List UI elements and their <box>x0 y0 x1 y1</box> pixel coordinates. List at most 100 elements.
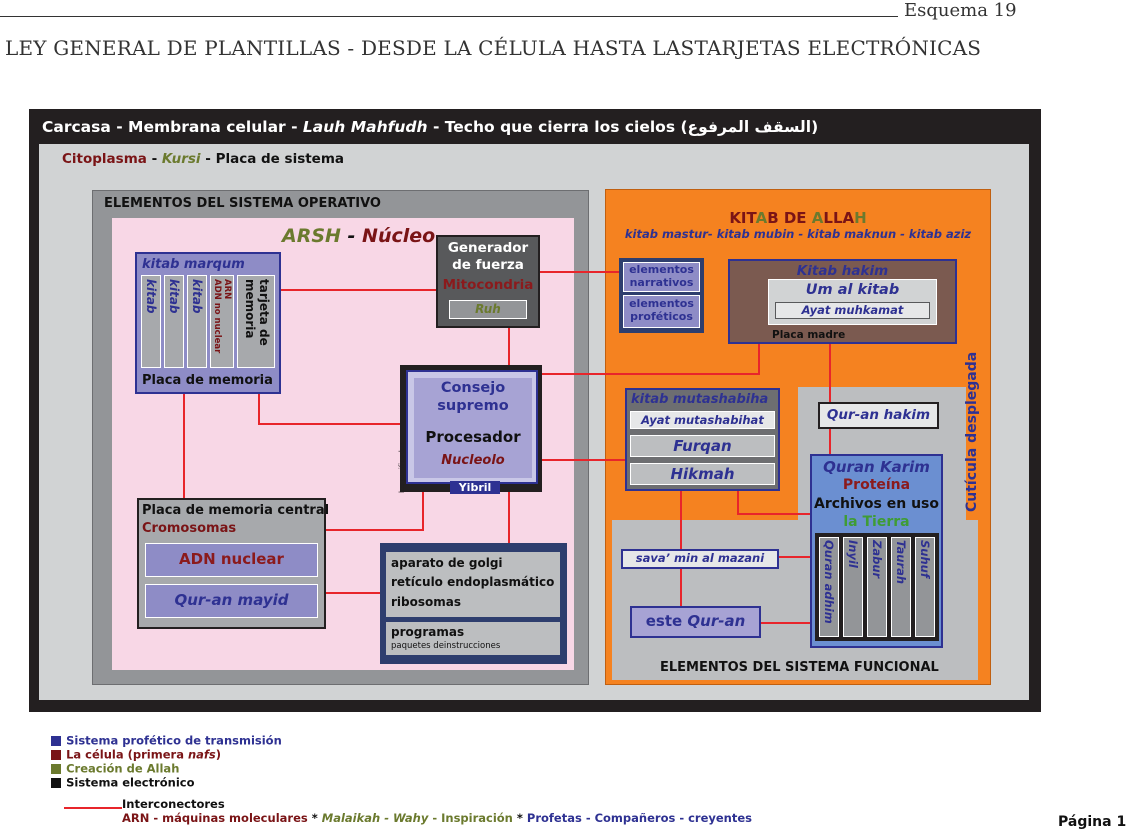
processor-line2: supremo <box>437 398 509 414</box>
processor-inner <box>414 378 532 478</box>
cuticula-label: Cutícula desplegada <box>964 351 980 512</box>
ruh-box <box>449 300 527 319</box>
connector <box>183 391 185 499</box>
connector <box>829 344 831 402</box>
connector <box>680 490 682 550</box>
nucleus-label: ARSH - Núcleo <box>282 225 435 247</box>
memory-card-label: tarjeta de memoria <box>243 279 271 346</box>
arsh-label: ARSH <box>282 225 341 247</box>
adn-nuclear-label: ADN nuclear <box>179 550 284 568</box>
frame-caption-b: Lauh Mahfudh <box>302 118 428 136</box>
mitocondria-label: Mitocondria <box>442 277 534 293</box>
connector <box>508 327 510 367</box>
legend-label-end: ) <box>215 747 222 762</box>
hikmah-label: Hikmah <box>670 465 735 483</box>
citoplasma-c: Kursi <box>161 151 201 167</box>
ayat-mutashabihat-label: Ayat mutashabihat <box>641 413 764 427</box>
citoplasma-a: Citoplasma <box>62 151 147 167</box>
book-label: Quran adhim <box>822 540 836 624</box>
placa-madre-label: Placa madre <box>772 329 846 341</box>
legend-label: Sistema profético de transmisión <box>66 733 282 748</box>
prophetic-label: elementos proféticos <box>629 297 694 323</box>
frame-caption: Carcasa - Membrana celular - Lauh Mahfud… <box>42 118 818 136</box>
legend-label-italic: nafs <box>187 747 216 762</box>
kitab-allah-title: KITAB DE ALLAH <box>605 209 991 227</box>
book-slot <box>891 537 911 637</box>
connector <box>680 566 682 608</box>
book-label: Zabur <box>870 540 884 579</box>
adn-no-nuclear-label: ADN no nuclear <box>212 279 222 354</box>
book-slot <box>843 537 863 637</box>
connector <box>737 490 739 514</box>
kitab-allah-subtitle: kitab mastur- kitab mubin - kitab maknun… <box>624 227 972 241</box>
quran-karim-title: Quran Karim <box>823 458 930 476</box>
quran-mayid-label: Qur-an mayid <box>174 591 289 609</box>
legend-item: Creación de Allah <box>51 758 282 776</box>
kitab-allah-t6: H <box>854 209 867 227</box>
frame-caption-d: ) <box>811 118 819 136</box>
citoplasma-label: Citoplasma - Kursi - Placa de sistema <box>62 151 344 167</box>
golgi-panel <box>386 552 560 617</box>
citoplasma-b: - <box>146 151 162 167</box>
connector <box>258 423 400 425</box>
connector <box>422 488 424 530</box>
kitab-allah-t2: A <box>755 209 768 227</box>
legend-label: La célula (primera <box>66 747 188 762</box>
connector <box>541 459 627 461</box>
proteina-label: Proteína <box>842 477 911 493</box>
furqan-label: Furqan <box>673 437 732 455</box>
book-label: Suhuf <box>918 540 932 578</box>
generator-line1: Generador <box>447 240 529 256</box>
um-al-kitab-label: Um al kitab <box>805 282 900 298</box>
kitab-allah-t4: A <box>811 209 824 227</box>
legend-footer-c: - Inspiración <box>428 811 513 825</box>
narrative-label: elementos narrativos <box>629 263 694 289</box>
legend-footer-star: * <box>512 811 527 825</box>
connector <box>778 556 812 558</box>
prophetic-box <box>623 295 700 328</box>
frame-caption-arabic: السقف المرفوع <box>687 118 812 136</box>
nucleo-label: Núcleo <box>362 225 436 247</box>
connector <box>542 373 760 375</box>
legend-footer-b: Malaikah - Wahy <box>321 811 429 825</box>
golgi-line3: ribosomas <box>391 595 461 609</box>
generator-line2: de fuerza <box>452 257 524 273</box>
processor-line1: Consejo <box>440 380 506 396</box>
ruh-label: Ruh <box>475 302 501 316</box>
kitab-allah-t5: LLA <box>823 209 855 227</box>
functional-label: ELEMENTOS DEL SISTEMA FUNCIONAL <box>660 660 939 675</box>
quran-hakim-label: Qur-an hakim <box>826 407 931 423</box>
golgi-line1: aparato de golgi <box>391 556 503 570</box>
connector <box>325 529 424 531</box>
book-slot <box>915 537 935 637</box>
legend-item: Sistema profético de transmisión <box>51 730 282 748</box>
memory-title: kitab marqum <box>142 257 245 272</box>
page-label: Página 1 <box>1058 814 1127 830</box>
connector <box>761 622 812 624</box>
archivos-label: Archivos en uso <box>813 496 939 512</box>
book-slot <box>867 537 887 637</box>
legend-swatch <box>51 777 61 788</box>
programs-label: programas <box>391 625 465 639</box>
legend-item: Sistema electrónico <box>51 772 282 790</box>
memory-slot <box>187 275 207 368</box>
frame-caption-a: Carcasa - Membrana celular - <box>42 118 303 136</box>
page-title: LEY GENERAL DE PLANTILLAS - DESDE LA CÉL… <box>5 36 982 60</box>
legend-footer-star: * <box>307 811 322 825</box>
memory-slot <box>164 275 184 368</box>
book-slot <box>819 537 839 637</box>
ayat-muhkamat-box <box>775 302 930 319</box>
kitab-allah-t3: B DE <box>767 209 812 227</box>
chromosome-label: Cromosomas <box>142 521 237 536</box>
yibril-label: Yibril <box>450 481 500 494</box>
book-label: Taurah <box>894 540 908 585</box>
legend: Sistema profético de transmisión La célu… <box>51 730 282 790</box>
nucleolo-label: Nucleolo <box>441 453 505 468</box>
connector <box>758 342 760 375</box>
memory-slot-label: kitab <box>144 279 158 314</box>
golgi-line2: retículo endoplasmático <box>391 575 555 589</box>
processor-label: Procesador <box>425 428 521 446</box>
este-label: este <box>645 612 688 630</box>
kitab-hakim-title: Kitab hakim <box>796 263 889 279</box>
adn-nuclear-box <box>145 543 318 577</box>
